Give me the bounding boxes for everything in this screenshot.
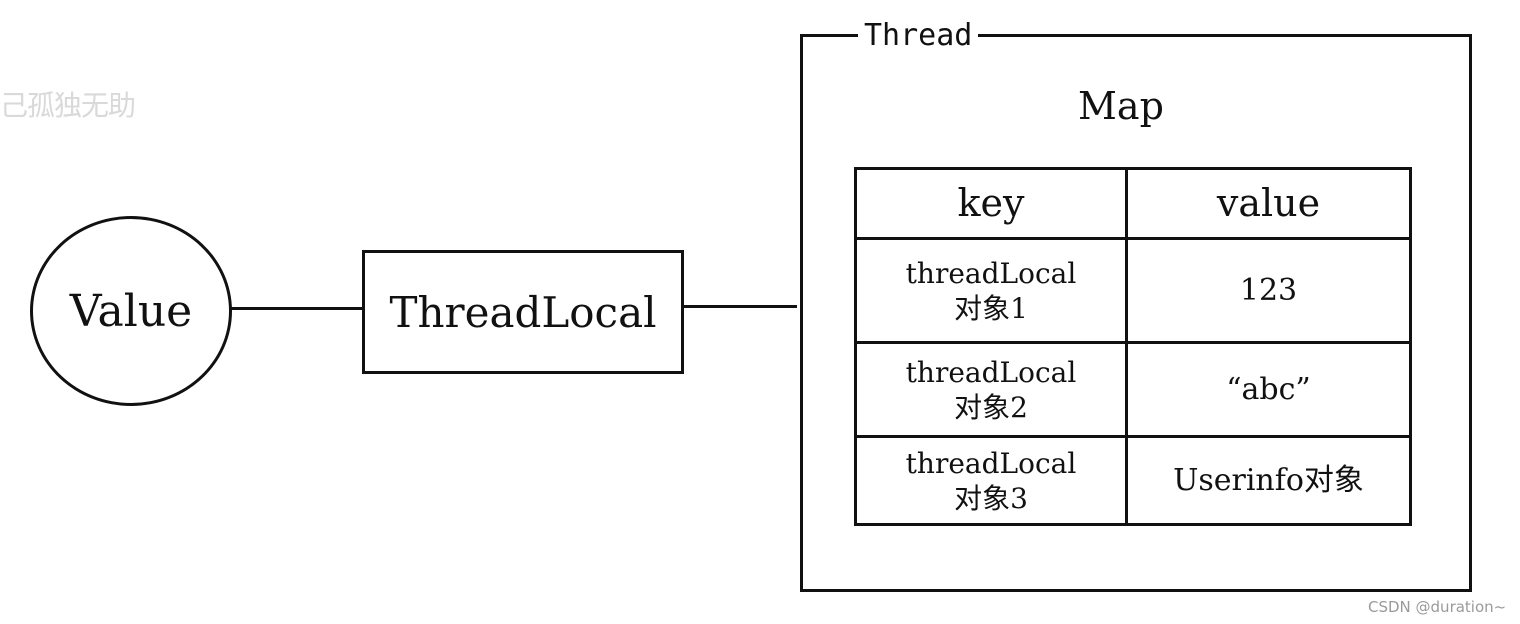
key-cell-line1: threadLocal bbox=[905, 256, 1077, 290]
key-cell-line2: 对象3 bbox=[954, 481, 1028, 515]
header-key: key bbox=[854, 167, 1128, 240]
thread-container bbox=[800, 34, 1472, 592]
value-node: Value bbox=[30, 216, 232, 406]
key-cell: threadLocal 对象1 bbox=[854, 237, 1128, 344]
key-cell-line1: threadLocal bbox=[905, 446, 1077, 480]
map-title: Map bbox=[1078, 84, 1164, 128]
connector-threadlocal-thread bbox=[681, 305, 797, 308]
table-header-row: key value bbox=[854, 167, 1412, 240]
key-cell-line2: 对象1 bbox=[954, 291, 1028, 325]
key-cell-line2: 对象2 bbox=[954, 390, 1028, 424]
thread-label: Thread bbox=[858, 18, 979, 53]
map-table: key value threadLocal 对象1 123 threadLoca… bbox=[854, 167, 1412, 526]
table-row: threadLocal 对象3 Userinfo对象 bbox=[854, 435, 1412, 526]
value-cell: “abc” bbox=[1125, 341, 1412, 438]
value-cell: Userinfo对象 bbox=[1125, 435, 1412, 526]
table-row: threadLocal 对象2 “abc” bbox=[854, 341, 1412, 438]
threadlocal-node: ThreadLocal bbox=[362, 250, 684, 374]
key-cell: threadLocal 对象3 bbox=[854, 435, 1128, 526]
header-value: value bbox=[1125, 167, 1412, 240]
value-cell: 123 bbox=[1125, 237, 1412, 344]
key-cell: threadLocal 对象2 bbox=[854, 341, 1128, 438]
watermark-right: CSDN @duration~ bbox=[1368, 598, 1507, 616]
watermark-left: 己孤独无助 bbox=[0, 89, 136, 122]
table-row: threadLocal 对象1 123 bbox=[854, 237, 1412, 344]
key-cell-line1: threadLocal bbox=[905, 355, 1077, 389]
connector-value-threadlocal bbox=[229, 307, 363, 310]
